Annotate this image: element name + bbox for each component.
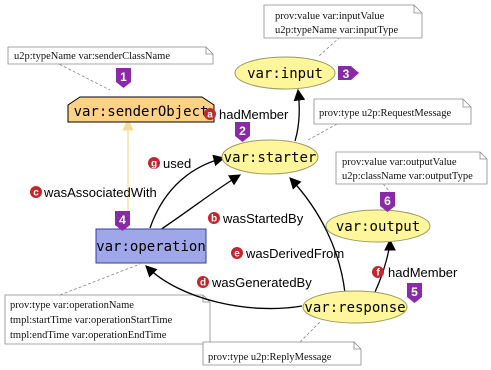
- edge-had-member-f: [374, 238, 396, 293]
- svg-text:6: 6: [384, 194, 391, 208]
- edge-was-started-by: [159, 174, 242, 231]
- reply-note-text: prov:type u2p:ReplyMessage: [208, 352, 332, 363]
- label-used: g used: [148, 156, 191, 171]
- svg-text:wasGeneratedBy: wasGeneratedBy: [211, 275, 312, 290]
- output-note-line-2: u2p:className var:outputType: [342, 171, 473, 182]
- input-note-line-2: u2p:typeName var:inputType: [275, 25, 399, 36]
- svg-text:1: 1: [120, 70, 127, 84]
- node-response[interactable]: var:response: [302, 290, 408, 324]
- svg-text:used: used: [163, 156, 191, 171]
- edge-had-member-a: [293, 88, 306, 142]
- input-value-note: prov:value var:inputValue u2p:typeName v…: [263, 4, 423, 39]
- svg-text:wasDerivedFrom: wasDerivedFrom: [245, 246, 344, 261]
- svg-text:5: 5: [411, 285, 418, 299]
- operation-details-note: prov:type var:operationName tmpl:startTi…: [4, 294, 211, 345]
- request-message-note: prov:type u2p:RequestMessage: [313, 98, 472, 125]
- response-label: var:response: [304, 300, 405, 316]
- edges: [122, 88, 396, 310]
- svg-text:d: d: [200, 278, 206, 289]
- sender-type-note: u2p:typeName var:senderClassName: [7, 46, 214, 65]
- output-label: var:output: [336, 219, 420, 235]
- input-label: var:input: [247, 66, 323, 82]
- badge-3: 3: [338, 66, 359, 81]
- label-was-generated-by: d wasGeneratedBy: [197, 275, 312, 290]
- badge-2: 2: [235, 122, 250, 142]
- label-was-started-by: b wasStartedBy: [208, 211, 304, 226]
- request-note-text: prov:type u2p:RequestMessage: [319, 108, 451, 119]
- svg-text:2: 2: [239, 124, 246, 138]
- svg-text:3: 3: [343, 67, 350, 81]
- node-sender-object[interactable]: var:senderObject: [67, 96, 215, 123]
- reply-message-note: prov:type u2p:ReplyMessage: [202, 341, 362, 366]
- input-note-line-1: prov:value var:inputValue: [275, 11, 385, 22]
- svg-text:f: f: [376, 268, 380, 279]
- operation-note-line-2: tmpl:startTime var:operationStartTime: [10, 315, 173, 326]
- svg-text:b: b: [211, 214, 217, 225]
- label-was-associated-with: c wasAssociatedWith: [30, 185, 157, 200]
- badge-4: 4: [115, 211, 130, 231]
- label-was-derived-from: e wasDerivedFrom: [231, 246, 344, 261]
- svg-text:wasAssociatedWith: wasAssociatedWith: [43, 185, 157, 200]
- svg-text:c: c: [33, 188, 39, 199]
- sender-note-text: u2p:typeName var:senderClassName: [14, 51, 170, 62]
- operation-note-line-1: prov:type var:operationName: [10, 300, 134, 311]
- svg-text:g: g: [151, 159, 157, 170]
- output-value-note: prov:value var:outputValue u2p:className…: [335, 151, 488, 185]
- sender-object-label: var:senderObject: [74, 104, 209, 120]
- badge-6: 6: [380, 192, 395, 212]
- label-had-member-a: a hadMember: [204, 107, 289, 122]
- output-note-line-1: prov:value var:outputValue: [342, 157, 457, 168]
- svg-text:a: a: [207, 110, 213, 121]
- edge-was-generated-by: [145, 265, 303, 310]
- svg-text:4: 4: [119, 213, 126, 227]
- starter-label: var:starter: [224, 150, 317, 166]
- svg-text:hadMember: hadMember: [219, 107, 289, 122]
- node-input[interactable]: var:input: [234, 56, 336, 90]
- svg-text:hadMember: hadMember: [388, 265, 458, 280]
- svg-text:wasStartedBy: wasStartedBy: [222, 211, 304, 226]
- node-output[interactable]: var:output: [325, 209, 431, 243]
- edge-was-derived-from: [289, 177, 346, 294]
- operation-label: var:operation: [96, 239, 206, 255]
- node-starter[interactable]: var:starter: [221, 139, 319, 175]
- badge-1: 1: [116, 68, 131, 88]
- operation-note-line-3: tmpl:endTime var:operationEndTime: [10, 330, 167, 341]
- edge-used: [149, 154, 226, 229]
- node-operation[interactable]: var:operation: [95, 228, 207, 264]
- svg-text:e: e: [234, 249, 240, 260]
- label-had-member-f: f hadMember: [372, 265, 458, 280]
- badge-5: 5: [407, 283, 422, 303]
